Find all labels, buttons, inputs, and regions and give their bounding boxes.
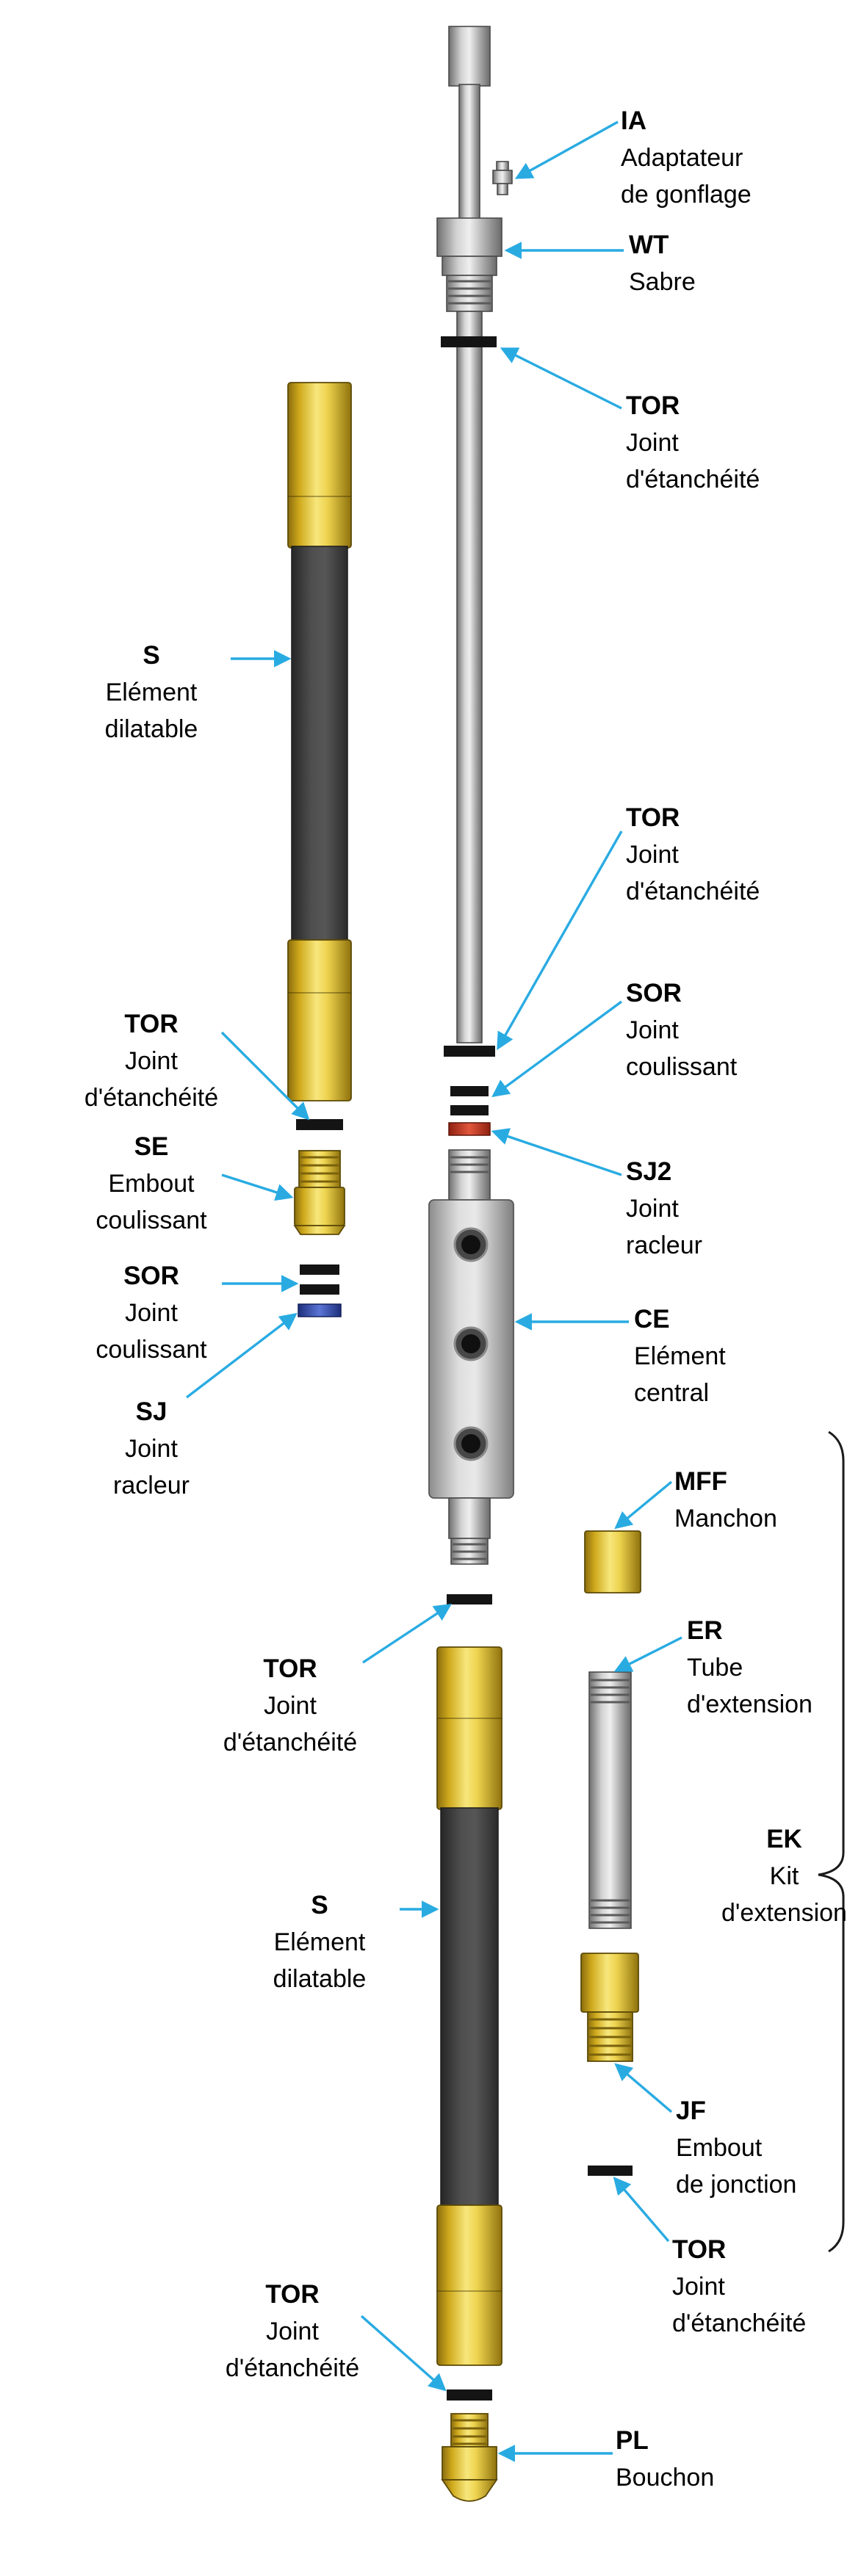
label-sor-mid-code: SOR (626, 979, 682, 1007)
label-pl: PL Bouchon (616, 2423, 714, 2496)
sor-rings-left (300, 1265, 339, 1295)
leader-se (221, 1173, 294, 1201)
label-jf: JF Embout de jonction (676, 2093, 796, 2203)
label-tor-center-code: TOR (263, 1654, 317, 1683)
mff-sleeve-part (584, 1530, 641, 1593)
label-tor-lower-right-code: TOR (672, 2235, 727, 2264)
ia-inflation-adapter-part (492, 161, 513, 195)
leader-tor-bottom (360, 2315, 447, 2392)
label-jf-code: JF (676, 2096, 706, 2125)
leader-sj2 (491, 1128, 622, 1176)
label-wt: WT Sabre (629, 227, 696, 300)
leader-lines (185, 120, 682, 2462)
label-tor-bottom: TOR Joint d'étanchéité (215, 2276, 370, 2387)
label-s-upper-code: S (143, 641, 160, 670)
leader-sj (185, 1312, 298, 1399)
tor-band-top (441, 336, 497, 347)
ek-brace (818, 1430, 845, 2253)
leader-sor-mid (491, 1000, 623, 1098)
ce-central-element-part (428, 1149, 514, 1565)
sj-wiper-ring (298, 1303, 342, 1317)
label-ce: CE Elément central (634, 1301, 726, 1411)
label-tor-mid-code: TOR (626, 803, 680, 832)
label-er-code: ER (687, 1616, 723, 1645)
label-se-code: SE (134, 1132, 169, 1161)
label-ek: EK Kit d'extension (716, 1821, 852, 1931)
leader-mff (614, 1480, 673, 1530)
label-tor-bottom-code: TOR (265, 2280, 320, 2309)
label-mff: MFF Manchon (674, 1464, 777, 1537)
leader-er (613, 1636, 682, 1672)
label-pl-code: PL (616, 2426, 649, 2455)
tor-band-bottom (447, 2389, 492, 2400)
leader-ia (514, 120, 619, 179)
label-mff-code: MFF (674, 1467, 727, 1496)
label-tor-upper-left: TOR Joint d'étanchéité (74, 1006, 228, 1116)
leader-tor-upper-left (220, 1031, 310, 1121)
leader-tor-center (362, 1604, 452, 1664)
label-sj: SJ Joint racleur (74, 1394, 228, 1504)
label-tor-top-code: TOR (626, 391, 680, 420)
label-er: ER Tube d'extension (687, 1613, 813, 1723)
leader-tor-mid (497, 831, 623, 1051)
leader-tor-top (500, 347, 622, 410)
label-sor-left-code: SOR (123, 1262, 179, 1290)
label-se: SE Embout coulissant (74, 1129, 228, 1239)
label-sj2: SJ2 Joint racleur (626, 1154, 702, 1264)
wt-threads (448, 280, 491, 305)
label-tor-lower-right: TOR Joint d'étanchéité (672, 2232, 806, 2342)
label-s-lower: S Elément dilatable (242, 1887, 397, 1997)
wt-sabre-part (436, 26, 502, 312)
sor-rings-center (450, 1086, 489, 1115)
label-ia-code: IA (621, 106, 646, 135)
tor-band-tube-bottom (444, 1046, 495, 1057)
label-sor-mid: SOR Joint coulissant (626, 975, 737, 1085)
label-wt-code: WT (629, 231, 669, 259)
tor-band-left (296, 1119, 343, 1130)
label-ce-code: CE (634, 1305, 670, 1334)
sj2-wiper-ring (448, 1122, 491, 1136)
upper-expandable-element-part (287, 382, 352, 1101)
tor-band-right (588, 2166, 633, 2176)
label-tor-mid: TOR Joint d'étanchéité (626, 800, 760, 910)
label-tor-top: TOR Joint d'étanchéité (626, 388, 760, 498)
label-tor-center: TOR Joint d'étanchéité (213, 1651, 367, 1761)
pl-plug-part (441, 2413, 498, 2502)
tor-band-center (447, 1594, 492, 1604)
lower-expandable-element-part (436, 1646, 502, 2366)
label-sj2-code: SJ2 (626, 1157, 672, 1186)
label-sor-left: SOR Joint coulissant (74, 1258, 228, 1368)
jf-junction-end-part (580, 1953, 639, 2062)
label-ia: IA Adaptateur de gonflage (621, 103, 752, 213)
label-s-upper: S Elément dilatable (74, 637, 228, 748)
leader-jf (614, 2063, 673, 2113)
er-extension-tube-part (588, 1671, 632, 1929)
label-s-lower-code: S (311, 1891, 328, 1920)
leader-tor-lower-right (613, 2177, 670, 2243)
label-tor-upper-left-code: TOR (124, 1010, 179, 1038)
se-sliding-end-part (293, 1150, 346, 1235)
label-sj-code: SJ (135, 1397, 167, 1426)
label-ek-code: EK (766, 1825, 802, 1853)
mandrel-tube-part (456, 311, 483, 1043)
